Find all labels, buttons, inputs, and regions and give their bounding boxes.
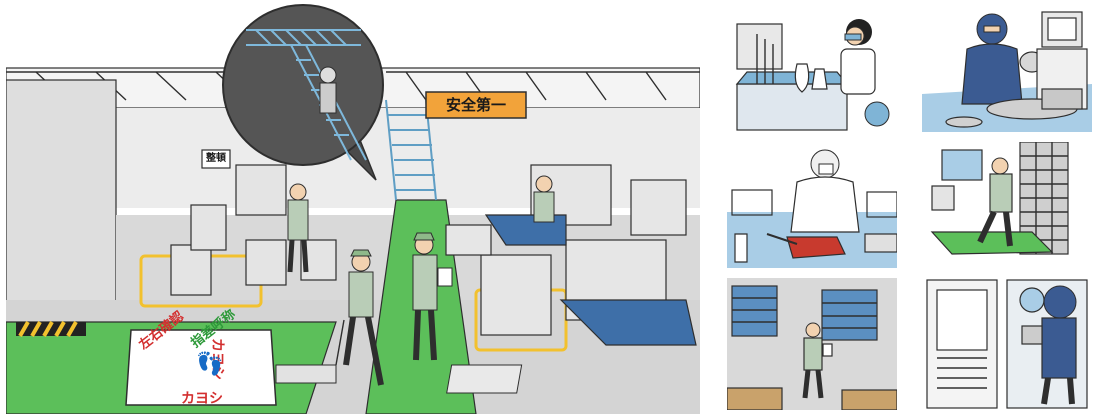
worker-with-cart — [275, 249, 384, 386]
worker-at-door-illustration — [922, 278, 1092, 410]
safety-banner — [425, 91, 527, 119]
hazard-stripe — [16, 321, 86, 337]
floor-safety-sign — [125, 329, 277, 406]
worker-at-lockers-illustration — [922, 142, 1092, 268]
floor-sign-text-line3: カヨシ — [181, 391, 223, 407]
footprints-icon: 👣 — [196, 352, 224, 377]
food-processing-worker-illustration — [727, 142, 897, 268]
worker-at-machine — [287, 183, 309, 273]
worker-with-clipboard — [412, 232, 453, 361]
sorting-sign-text: 整頓 — [206, 153, 226, 164]
stair-callout-bubble — [222, 4, 384, 181]
cleanroom-worker-illustration — [922, 4, 1092, 132]
lab-technician-illustration — [727, 4, 897, 132]
worker-on-conveyor — [533, 175, 555, 223]
warehouse-inspection-illustration — [727, 278, 897, 410]
safety-banner-text: 安全第一 — [445, 96, 506, 114]
factory-scene-illustration: 安全第一 整頓 左右確認 指差呼称 カヨシ カヨシ 👣 — [6, 0, 700, 414]
